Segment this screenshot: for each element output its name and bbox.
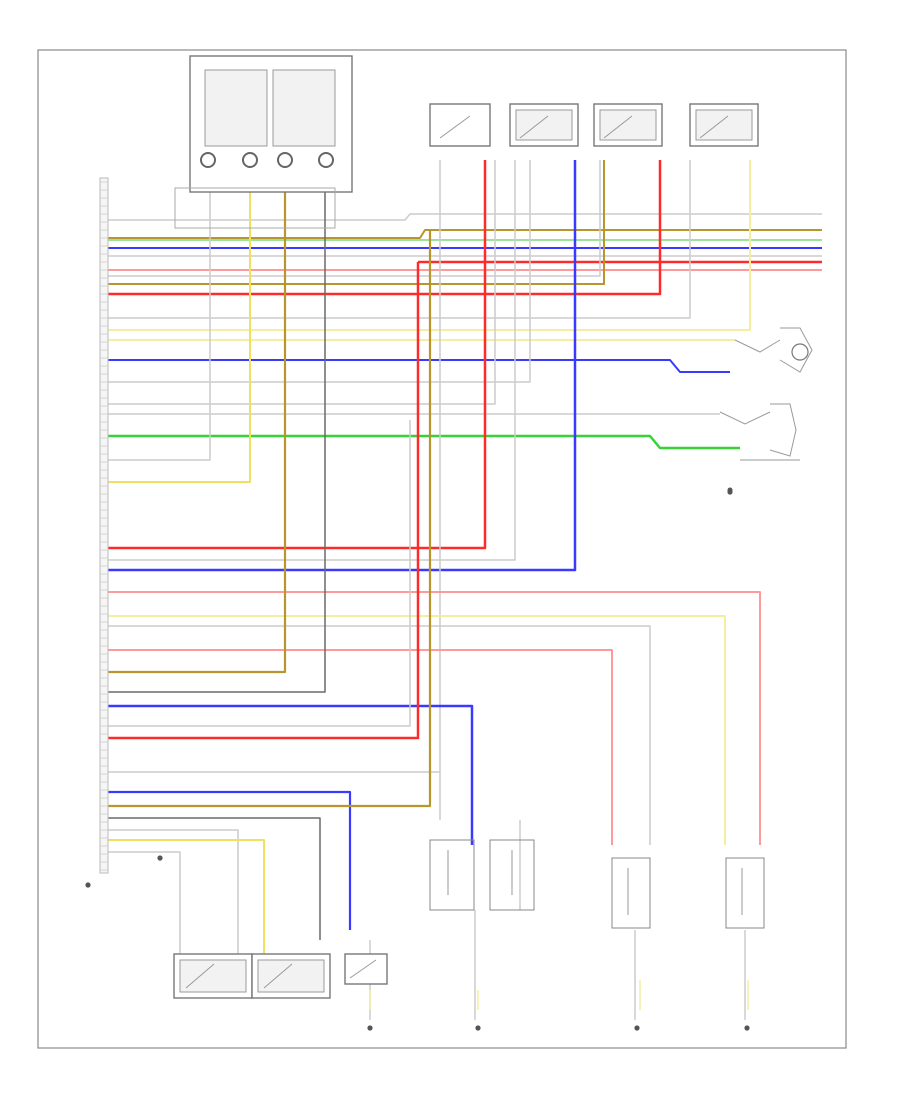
right-switch-components <box>719 327 813 493</box>
wire-blue-row-a <box>108 359 730 373</box>
wire-tan-row-c <box>108 230 432 808</box>
wire-red-row-a <box>108 160 662 296</box>
top-right-components <box>429 103 759 147</box>
ground-icon <box>475 1025 481 1031</box>
wire-pink-row-c <box>108 649 613 845</box>
wire-gray-row-b <box>108 160 691 319</box>
ground-icon <box>367 1025 373 1031</box>
wire-gray-bus-1 <box>108 213 822 221</box>
wire-gray-vert-a <box>108 160 516 561</box>
wire-gray-row-k <box>108 851 181 955</box>
wire-layer <box>108 160 822 1020</box>
wire-tan-bus <box>108 229 822 239</box>
ground-icon <box>85 882 91 888</box>
module-connector-strip <box>99 177 109 874</box>
bottom-components <box>173 839 765 999</box>
connector-pins <box>100 181 108 871</box>
wire-gray-row-c <box>108 160 531 383</box>
ground-icon <box>157 855 163 861</box>
wire-darkgray-row-a <box>108 168 326 693</box>
wire-gray-row-g <box>108 625 651 845</box>
ground-icon <box>727 489 733 495</box>
wire-green-row-a <box>108 434 740 450</box>
wire-yellow-row-c <box>108 168 251 483</box>
wire-tan-row-a <box>108 160 605 285</box>
ground-icon <box>744 1025 750 1031</box>
ground-icon <box>634 1025 640 1031</box>
top-module-component <box>174 55 353 229</box>
wire-red-vert-a <box>108 160 487 550</box>
wire-blue-row-b <box>108 704 474 845</box>
wire-gray-row-f <box>108 190 211 461</box>
wire-gray-row-j <box>108 829 239 955</box>
wire-yellow-row-d <box>108 615 726 845</box>
ground-symbols <box>85 489 750 1031</box>
wire-blue-row-c <box>108 790 352 930</box>
wire-yellow-row-a <box>108 160 751 331</box>
wire-yellow-row-e <box>108 839 265 955</box>
diagram-frame <box>37 49 847 1049</box>
wire-gray-row-a <box>108 160 601 277</box>
wire-gray-row-d <box>108 160 496 405</box>
wire-gray-row-h <box>108 420 411 727</box>
wire-tan-row-b <box>108 168 287 674</box>
wire-darkgray-row-b <box>108 817 321 940</box>
wire-blue-vert-a <box>108 160 577 572</box>
wire-red-row-d <box>108 262 420 740</box>
